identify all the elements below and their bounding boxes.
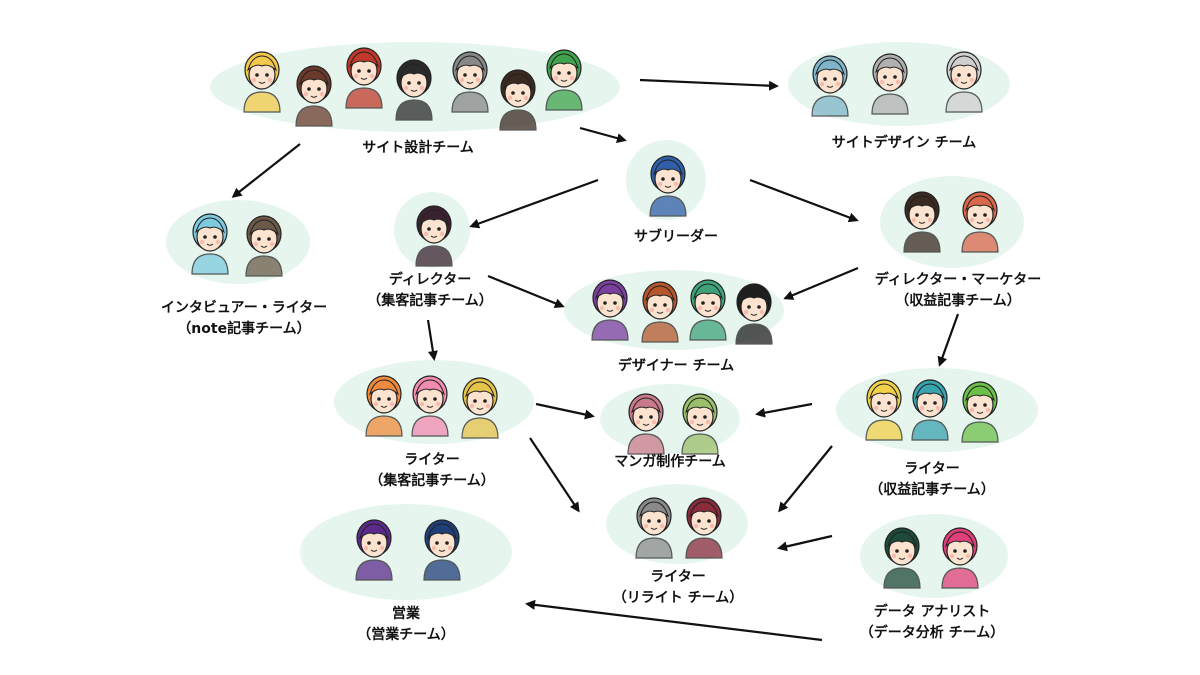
designer-label-line1: デザイナー チーム <box>617 358 735 374</box>
member-avatar-site-design-1 <box>243 51 281 113</box>
interviewer-label-line2: （note記事チーム） <box>177 321 311 337</box>
arrow-data-analyst-to-sales <box>525 599 823 642</box>
manga-label: マンガ制作チーム <box>530 452 810 473</box>
member-avatar-designer-3 <box>689 279 727 341</box>
writer-rewrite-label-line2: （リライト チーム） <box>612 590 744 606</box>
data-analyst-label-line2: （データ分析 チーム） <box>859 625 1005 641</box>
sales-label-line2: （営業チーム） <box>357 627 455 643</box>
writer-rewrite-label: ライター （リライト チーム） <box>538 567 818 609</box>
writer-traffic-label-line1: ライター <box>404 452 460 468</box>
director-revenue-label: ディレクター・マーケター （収益記事チーム） <box>818 270 1098 312</box>
arrow-site-design-to-sub-leader <box>579 126 627 143</box>
arrow-writer-revenue-to-rewrite <box>778 445 833 513</box>
sales-label-line1: 営業 <box>392 606 420 622</box>
member-avatar-designer-4 <box>735 283 773 345</box>
member-avatar-site-design-6 <box>499 69 537 131</box>
member-avatar-writer-traffic-3 <box>461 377 499 439</box>
member-avatar-site-visual-2 <box>871 53 909 115</box>
member-avatar-interviewer-2 <box>245 215 283 277</box>
manga-blob <box>600 384 740 454</box>
manga-label-line1: マンガ制作チーム <box>614 454 726 470</box>
site-visual-label-line1: サイトデザイン チーム <box>831 135 977 151</box>
member-avatar-interviewer-1 <box>191 213 229 275</box>
arrow-site-design-to-site-visual <box>639 78 779 91</box>
writer-revenue-label-line1: ライター <box>904 461 960 477</box>
interviewer-label: インタビュアー・ライター （note記事チーム） <box>104 298 384 340</box>
member-avatar-site-design-7 <box>545 49 583 111</box>
writer-traffic-label: ライター （集客記事チーム） <box>292 450 572 492</box>
site-design-label-line1: サイト設計チーム <box>362 140 474 156</box>
writer-revenue-label: ライター （収益記事チーム） <box>792 459 1072 501</box>
member-avatar-data-analyst-1 <box>883 527 921 589</box>
member-avatar-designer-1 <box>591 279 629 341</box>
sales-blob <box>300 504 512 600</box>
writer-revenue-label-line2: （収益記事チーム） <box>869 482 995 498</box>
director-traffic-label-line2: （集客記事チーム） <box>367 293 493 309</box>
member-avatar-site-design-4 <box>395 59 433 121</box>
member-avatar-sub-leader-1 <box>649 155 687 217</box>
site-design-label: サイト設計チーム <box>278 138 558 159</box>
arrow-director-traffic-to-designer <box>487 274 565 309</box>
data-analyst-label: データ アナリスト （データ分析 チーム） <box>792 602 1072 644</box>
arrow-director-revenue-to-writer-revenue <box>937 313 960 367</box>
member-avatar-sales-1 <box>355 519 393 581</box>
arrow-site-design-to-interviewer <box>231 143 301 198</box>
arrow-sub-leader-to-director-revenue <box>749 178 859 223</box>
data-analyst-label-line1: データ アナリスト <box>873 604 991 620</box>
arrow-director-revenue-to-designer <box>783 266 859 300</box>
arrow-sub-leader-to-director-traffic <box>469 178 599 229</box>
arrow-writer-revenue-to-manga <box>755 402 813 418</box>
member-avatar-manga-1 <box>627 393 665 455</box>
member-avatar-manga-2 <box>681 393 719 455</box>
director-revenue-blob <box>880 176 1024 268</box>
member-avatar-sales-2 <box>423 519 461 581</box>
member-avatar-site-visual-3 <box>945 51 983 113</box>
director-revenue-label-line2: （収益記事チーム） <box>895 293 1021 309</box>
arrow-writer-traffic-to-manga <box>535 402 595 420</box>
member-avatar-data-analyst-2 <box>941 527 979 589</box>
member-avatar-site-design-2 <box>295 65 333 127</box>
member-avatar-writer-revenue-3 <box>961 381 999 443</box>
member-avatar-site-design-5 <box>451 51 489 113</box>
member-avatar-writer-rewrite-1 <box>635 497 673 559</box>
arrow-data-analyst-to-rewrite <box>777 534 833 552</box>
member-avatar-site-visual-1 <box>811 55 849 117</box>
member-avatar-writer-rewrite-2 <box>685 497 723 559</box>
member-avatar-director-revenue-1 <box>903 191 941 253</box>
director-traffic-label: ディレクター （集客記事チーム） <box>290 270 570 312</box>
interviewer-label-line1: インタビュアー・ライター <box>160 300 328 316</box>
site-visual-label: サイトデザイン チーム <box>764 133 1044 154</box>
designer-label: デザイナー チーム <box>536 356 816 377</box>
member-avatar-writer-traffic-2 <box>411 375 449 437</box>
director-traffic-label-line1: ディレクター <box>388 272 472 288</box>
sub-leader-label-line1: サブリーダー <box>634 229 718 245</box>
sales-label: 営業 （営業チーム） <box>266 604 546 646</box>
sub-leader-label: サブリーダー <box>536 227 816 248</box>
member-avatar-director-revenue-2 <box>961 191 999 253</box>
interviewer-blob <box>166 200 310 284</box>
director-revenue-label-line1: ディレクター・マーケター <box>874 272 1042 288</box>
writer-traffic-label-line2: （集客記事チーム） <box>369 473 495 489</box>
member-avatar-designer-2 <box>641 281 679 343</box>
arrow-writer-traffic-to-rewrite <box>529 437 580 513</box>
member-avatar-writer-traffic-1 <box>365 375 403 437</box>
writer-rewrite-label-line1: ライター <box>650 569 706 585</box>
member-avatar-director-traffic-1 <box>415 205 453 267</box>
member-avatar-site-design-3 <box>345 47 383 109</box>
member-avatar-writer-revenue-2 <box>911 379 949 441</box>
writer-rewrite-blob <box>606 484 748 564</box>
member-avatar-writer-revenue-1 <box>865 379 903 441</box>
arrow-director-traffic-to-writer-traffic <box>426 319 438 361</box>
